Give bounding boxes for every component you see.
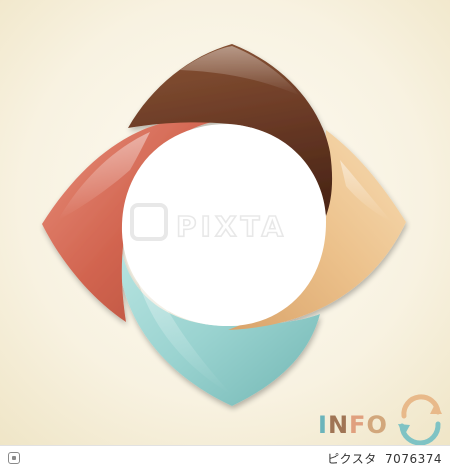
petal-peach-shine [340, 160, 392, 222]
footer-credit: ピクスタ 7076374 [323, 450, 442, 467]
stock-footer-bar: ピクスタ 7076374 [0, 445, 450, 469]
petal-coral [42, 118, 222, 322]
cycle-arrows-icon [398, 394, 442, 446]
petal-coral-shine [58, 132, 150, 220]
footer-id-number: 7076374 [385, 452, 442, 466]
info-letter-f: F [349, 411, 366, 439]
watermark-text: PIXTA [176, 210, 287, 243]
info-letter-i: I [318, 411, 328, 439]
petal-ring [42, 44, 406, 406]
petal-peach [228, 130, 406, 330]
pixta-watermark: PIXTA [130, 203, 287, 244]
info-letter-o: O [366, 411, 387, 439]
center-blank [121, 124, 326, 326]
petal-teal [118, 236, 320, 406]
svg-text:INFO: INFO [318, 411, 388, 439]
pixta-footer-icon [8, 452, 20, 464]
petal-brown-shine [180, 46, 300, 96]
info-letter-n: N [328, 411, 349, 439]
footer-site-name: ピクスタ [327, 452, 377, 466]
info-badge: INFO [318, 394, 442, 446]
pixta-logo-icon [130, 203, 168, 241]
